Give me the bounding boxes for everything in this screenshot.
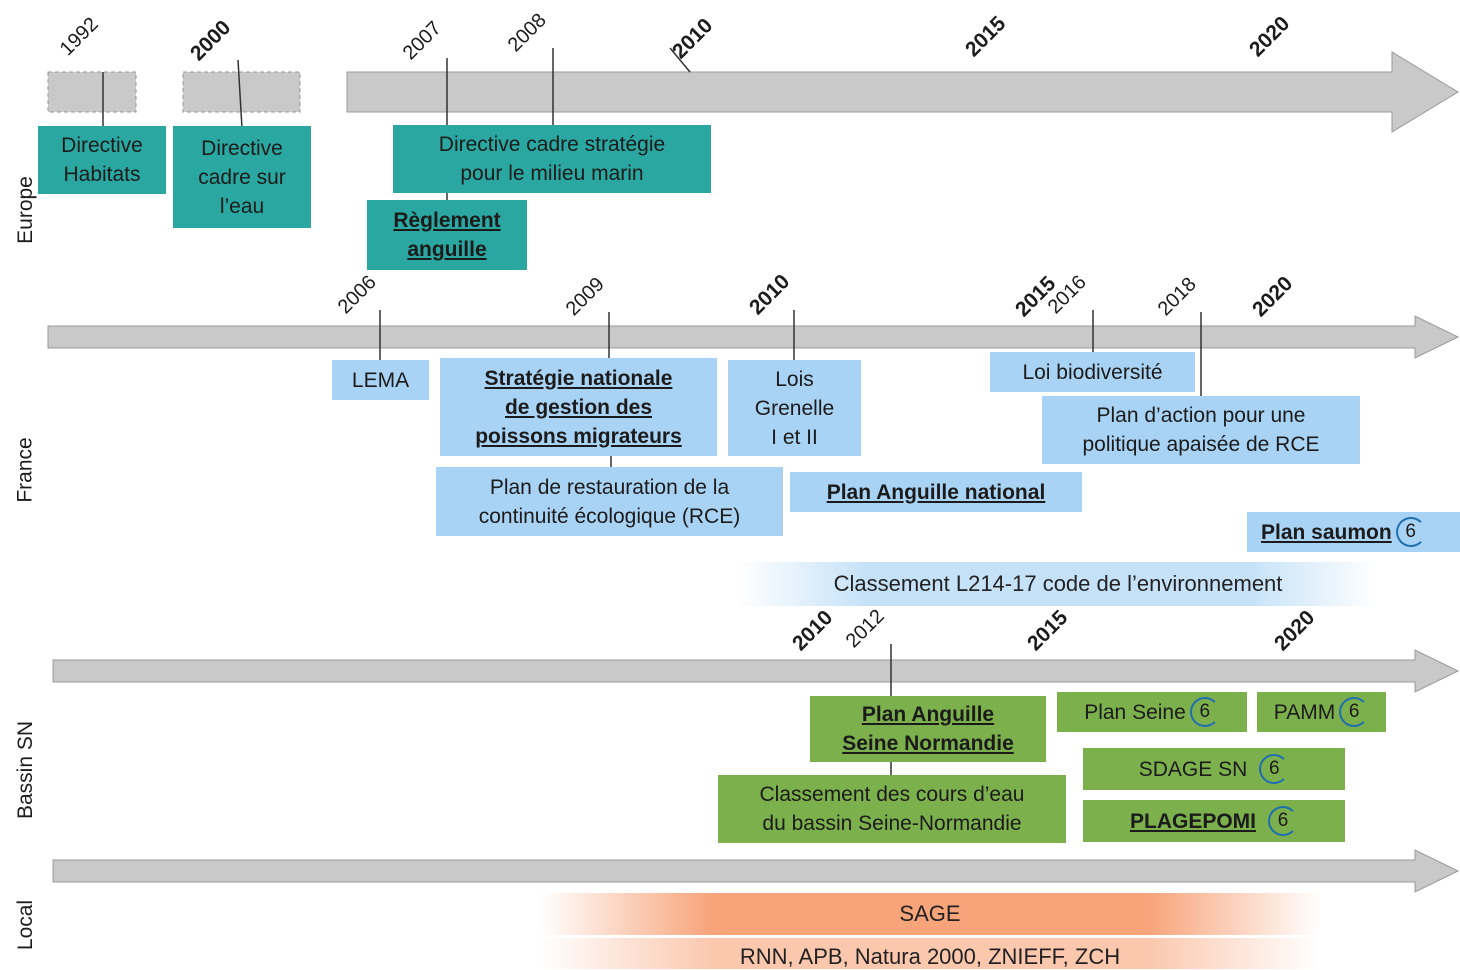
plan-saumon-box: Plan saumon 6 [1247, 512, 1460, 552]
directive-cadre-eau-box: Directive cadre sur l’eau [173, 126, 311, 228]
plagepomi-box: PLAGEPOMI 6 [1083, 800, 1345, 842]
plan-anguille-national-box: Plan Anguille national [790, 472, 1082, 512]
cycle-icon: 6 [1259, 754, 1290, 784]
tick-2000 [237, 59, 243, 129]
lema-box: LEMA [332, 360, 429, 400]
plagepomi-label: PLAGEPOMI [1129, 809, 1256, 833]
plan-seine-box: Plan Seine 6 [1057, 692, 1247, 732]
sdage-sn-box: SDAGE SN 6 [1083, 748, 1345, 790]
local-arrow [52, 849, 1460, 893]
classement-l214-band: Classement L214-17 code de l’environneme… [738, 562, 1378, 606]
france-arrow [47, 315, 1460, 359]
plan-action-rce-box: Plan d’action pour une politique apaisée… [1042, 396, 1360, 464]
europe-segment-1 [47, 71, 137, 113]
europe-segment-2 [182, 71, 301, 113]
classement-cours-eau-box: Classement des cours d’eau du bassin Sei… [718, 775, 1066, 843]
reglement-anguille-box: Règlement anguille [367, 200, 527, 270]
loi-biodiversite-box: Loi biodiversité [990, 352, 1195, 392]
cycle-icon: 6 [1395, 517, 1426, 547]
plan-anguille-sn-box: Plan Anguille Seine Normandie [810, 696, 1046, 762]
cycle-icon: 6 [1268, 806, 1298, 836]
tick-2010-eu [669, 47, 691, 73]
directive-milieu-marin-box: Directive cadre stratégie pour le milieu… [393, 125, 711, 193]
directive-habitats-box: Directive Habitats [38, 126, 166, 194]
lois-grenelle-box: Lois Grenelle I et II [728, 360, 861, 456]
sage-band: SAGE [540, 893, 1320, 935]
cycle-icon: 6 [1339, 697, 1370, 727]
cycle-icon: 6 [1189, 697, 1220, 727]
zones-protegees-band: RNN, APB, Natura 2000, ZNIEFF, ZCH [540, 938, 1320, 969]
plan-restauration-box: Plan de restauration de la continuité éc… [436, 467, 783, 536]
strategie-nationale-box: Stratégie nationale de gestion des poiss… [440, 358, 717, 456]
pamm-box: PAMM 6 [1257, 692, 1386, 732]
plan-saumon-label: Plan saumon [1261, 520, 1392, 544]
europe-arrow [346, 51, 1459, 133]
bassin-arrow [52, 649, 1460, 693]
